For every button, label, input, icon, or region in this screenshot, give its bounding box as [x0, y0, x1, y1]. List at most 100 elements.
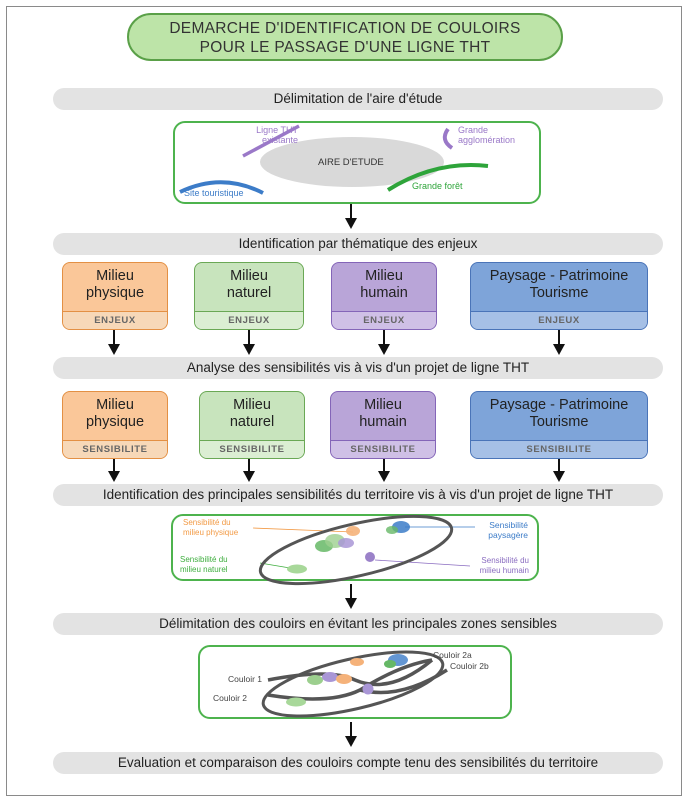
label-sensibilite-naturel: Sensibilité du milieu naturel: [180, 555, 228, 575]
label-aire-etude: AIRE D'ETUDE: [318, 157, 384, 168]
zone-8: [286, 697, 306, 707]
label-physique-1: Sensibilité du: [183, 518, 231, 527]
territory-ellipse: [258, 514, 454, 586]
card-title-1: Milieu: [233, 397, 271, 413]
zone-3: [336, 674, 352, 684]
arrow-down-icon: [243, 459, 255, 482]
enjeux-tag: ENJEUX: [63, 311, 167, 329]
zone-naturel-4: [287, 564, 307, 574]
card-title-2: Tourisme: [529, 285, 589, 301]
label-naturel-1: Sensibilité du: [180, 555, 228, 564]
zone-7: [362, 683, 374, 695]
zone-1: [307, 675, 323, 685]
arrow-down-icon: [553, 330, 565, 355]
zone-2: [322, 672, 338, 682]
arrow-down-icon: [243, 330, 255, 355]
card-title-2: naturel: [229, 414, 275, 430]
zone-6: [384, 660, 396, 668]
title-line-1: DEMARCHE D'IDENTIFICATION DE COULOIRS: [169, 20, 521, 37]
zone-humain-1: [338, 538, 354, 548]
card-paysage-sensibilite: Paysage - Patrimoine Tourisme SENSIBILIT…: [470, 391, 648, 459]
label-ligne-tht-1: Ligne THT: [256, 125, 298, 135]
card-title-1: Milieu: [230, 268, 268, 284]
card-title-1: Paysage - Patrimoine: [489, 397, 629, 413]
card-milieu-humain-sensibilite: Milieu humain SENSIBILITE: [330, 391, 436, 459]
label-couloir-2b: Couloir 2b: [450, 661, 489, 671]
label-ligne-tht-2: existante: [261, 135, 298, 145]
label-sensibilite-physique: Sensibilité du milieu physique: [183, 518, 238, 538]
site-touristique-curve: [179, 180, 264, 195]
card-title-2: physique: [85, 414, 145, 430]
diagram-title: DEMARCHE D'IDENTIFICATION DE COULOIRS PO…: [127, 13, 563, 61]
label-sensibilite-humain: Sensibilité du milieu humain: [466, 556, 529, 576]
enjeux-tag: ENJEUX: [471, 311, 647, 329]
card-title-2: humain: [359, 414, 407, 430]
arrow-down-icon: [553, 459, 565, 482]
corridor-territory-ellipse: [261, 650, 445, 718]
label-physique-2: milieu physique: [183, 528, 239, 537]
label-paysage-1: Sensibilité: [489, 520, 528, 530]
sensibilite-tag: SENSIBILITE: [63, 440, 167, 458]
card-milieu-physique-sensibilite: Milieu physique SENSIBILITE: [62, 391, 168, 459]
arrow-down-icon: [345, 722, 357, 747]
step-4-band: Identification des principales sensibili…: [53, 484, 663, 506]
step-2-band: Identification par thématique des enjeux: [53, 233, 663, 255]
label-paysage-2: paysagère: [488, 530, 528, 540]
ligne-tht-line: [242, 124, 300, 158]
agglomeration-mark: [442, 127, 454, 150]
label-agglo-1: Grande: [458, 125, 489, 135]
enjeux-tag: ENJEUX: [332, 311, 436, 329]
label-couloir-1: Couloir 1: [228, 674, 263, 684]
leader-physique: [252, 527, 354, 533]
card-title-2: physique: [85, 285, 145, 301]
card-title-1: Milieu: [96, 397, 134, 413]
sensibilite-tag: SENSIBILITE: [200, 440, 304, 458]
label-ligne-tht: Ligne THT existante: [234, 125, 298, 145]
label-couloir-2a: Couloir 2a: [433, 650, 472, 660]
card-title-1: Paysage - Patrimoine: [489, 268, 629, 284]
step-1-band: Délimitation de l'aire d'étude: [53, 88, 663, 110]
step-6-band: Evaluation et comparaison des couloirs c…: [53, 752, 663, 774]
couloir-1-path: [267, 658, 434, 687]
label-site-touristique: Site touristique: [184, 188, 244, 198]
card-title-1: Milieu: [364, 397, 402, 413]
card-milieu-physique-enjeux: Milieu physique ENJEUX: [62, 262, 168, 330]
study-area-ellipse: [260, 137, 444, 187]
card-title-2: naturel: [226, 285, 272, 301]
card-title-2: humain: [360, 285, 408, 301]
step-3-band: Analyse des sensibilités vis à vis d'un …: [53, 357, 663, 379]
step-5-band: Délimitation des couloirs en évitant les…: [53, 613, 663, 635]
study-area-box: [173, 121, 541, 204]
label-couloir-2: Couloir 2: [213, 693, 248, 703]
zone-physique: [346, 526, 360, 536]
card-title-1: Milieu: [365, 268, 403, 284]
arrow-down-icon: [378, 330, 390, 355]
leader-humain: [374, 559, 471, 567]
card-milieu-naturel-enjeux: Milieu naturel ENJEUX: [194, 262, 304, 330]
sensibilite-tag: SENSIBILITE: [331, 440, 435, 458]
label-humain-2: milieu humain: [479, 566, 529, 575]
sensibilite-tag: SENSIBILITE: [471, 440, 647, 458]
zone-humain-2: [365, 552, 375, 562]
corridors-box: [198, 645, 512, 719]
card-milieu-humain-enjeux: Milieu humain ENJEUX: [331, 262, 437, 330]
card-paysage-enjeux: Paysage - Patrimoine Tourisme ENJEUX: [470, 262, 648, 330]
territory-sensitivity-box: [171, 514, 539, 581]
arrow-down-icon: [345, 584, 357, 609]
card-milieu-naturel-sensibilite: Milieu naturel SENSIBILITE: [199, 391, 305, 459]
label-grande-foret: Grande forêt: [412, 181, 463, 191]
label-naturel-2: milieu naturel: [180, 565, 228, 574]
title-line-2: POUR LE PASSAGE D'UNE LIGNE THT: [199, 39, 491, 56]
label-agglomeration: Grande agglomération: [458, 125, 515, 145]
label-humain-1: Sensibilité du: [481, 556, 529, 565]
card-title-1: Milieu: [96, 268, 134, 284]
label-agglo-2: agglomération: [458, 135, 516, 145]
arrow-down-icon: [378, 459, 390, 482]
label-sensibilite-paysage: Sensibilité paysagère: [470, 520, 528, 540]
arrow-down-icon: [108, 330, 120, 355]
zone-4: [350, 658, 364, 666]
arrow-down-icon: [108, 459, 120, 482]
